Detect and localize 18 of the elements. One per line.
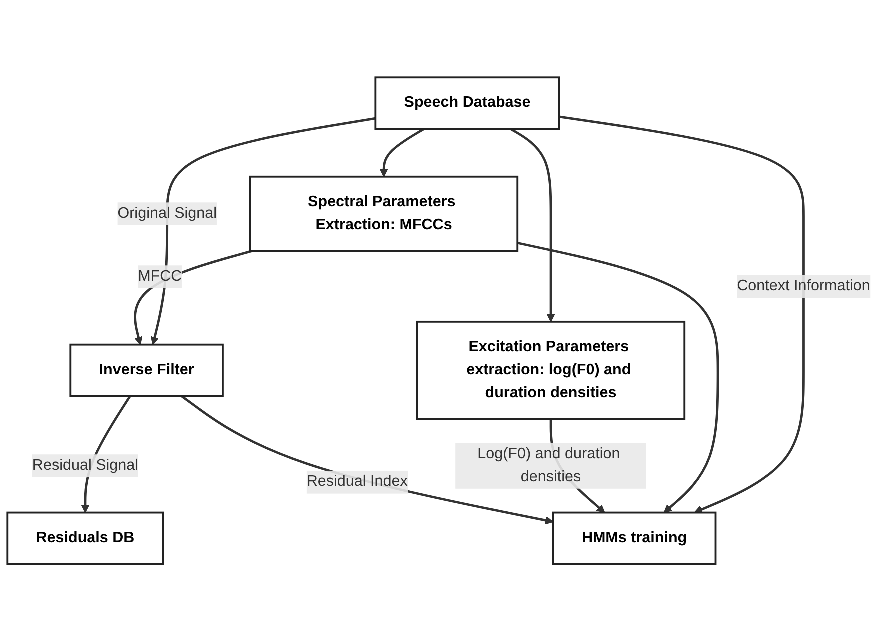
node-box: Speech Database [374, 76, 560, 130]
node-box: HMMs training [552, 511, 717, 565]
arrow [150, 116, 376, 345]
node-box: Excitation Parameters extraction: log(F0) and duration densities [416, 320, 686, 420]
edge-label: Residual Index [306, 473, 408, 490]
edge-label: Log(F0) and duration densities [478, 446, 620, 485]
node-box: Residuals DB [6, 511, 164, 565]
edge-label: Residual Signal [32, 456, 139, 474]
arrow [559, 115, 805, 514]
arrow [181, 394, 554, 524]
node-box: Inverse Filter [70, 343, 224, 397]
edge-label: MFCC [138, 268, 182, 284]
arrow [510, 128, 556, 322]
edge-label: Context Information [737, 278, 870, 294]
node-box: Spectral Parameters Extraction: MFCCs [249, 175, 519, 252]
arrow [380, 128, 425, 177]
arrow [134, 250, 252, 345]
edge-label: Original Signal [118, 205, 218, 222]
